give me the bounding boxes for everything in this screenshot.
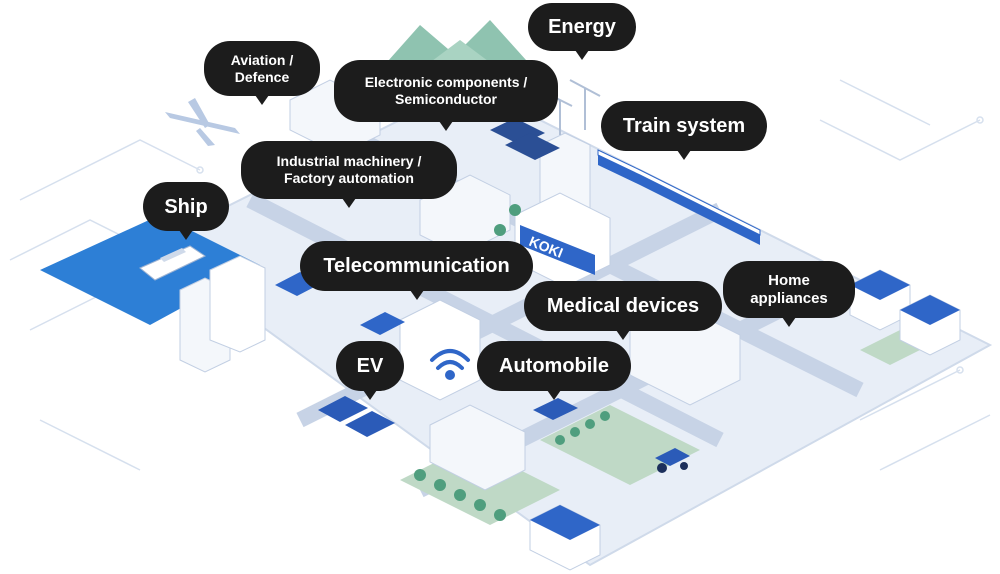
tractor-illustration [655, 448, 690, 473]
label-train-text: Train system [622, 115, 746, 137]
label-telecommunication[interactable]: Telecommunication [300, 241, 533, 300]
label-medical-text: Medical devices [546, 295, 700, 317]
ship-illustration [139, 245, 207, 281]
cars [318, 396, 578, 437]
label-energy-text: Energy [548, 16, 616, 38]
trees [414, 204, 610, 521]
solar-panels [490, 118, 560, 160]
airplane-illustration [165, 98, 240, 146]
label-medical-devices[interactable]: Medical devices [524, 281, 722, 340]
label-electronic-line2: Semiconductor [395, 91, 497, 107]
label-automobile[interactable]: Automobile [477, 341, 631, 400]
blue-roofs [275, 270, 960, 540]
label-aviation-line1: Aviation / [230, 51, 294, 68]
label-electronic-line1: Electronic components / [364, 74, 528, 91]
label-ev[interactable]: EV [336, 341, 404, 400]
label-industrial-machinery-factory-automation[interactable]: Industrial machinery / Factory automatio… [241, 141, 457, 208]
wifi-icon [430, 349, 470, 380]
train-illustration [597, 149, 761, 245]
label-automobile-text: Automobile [499, 355, 609, 377]
label-industrial-line1: Industrial machinery / [276, 153, 422, 170]
label-aviation-line2: Defence [234, 68, 290, 85]
circuit-lines [9, 79, 991, 471]
label-home-line1: Home [768, 271, 810, 289]
label-ship[interactable]: Ship [143, 182, 229, 240]
label-energy[interactable]: Energy [528, 3, 636, 60]
label-home-line2: appliances [750, 289, 828, 307]
label-aviation-defence[interactable]: Aviation / Defence [204, 41, 320, 105]
label-train-system[interactable]: Train system [601, 101, 767, 160]
label-ship-text: Ship [164, 195, 208, 218]
label-ev-text: EV [356, 355, 384, 377]
label-telecom-text: Telecommunication [323, 255, 510, 277]
label-industrial-line2: Factory automation [284, 170, 414, 186]
label-home-appliances[interactable]: Home appliances [723, 261, 855, 327]
label-electronic-components-semiconductor[interactable]: Electronic components / Semiconductor [334, 60, 558, 131]
